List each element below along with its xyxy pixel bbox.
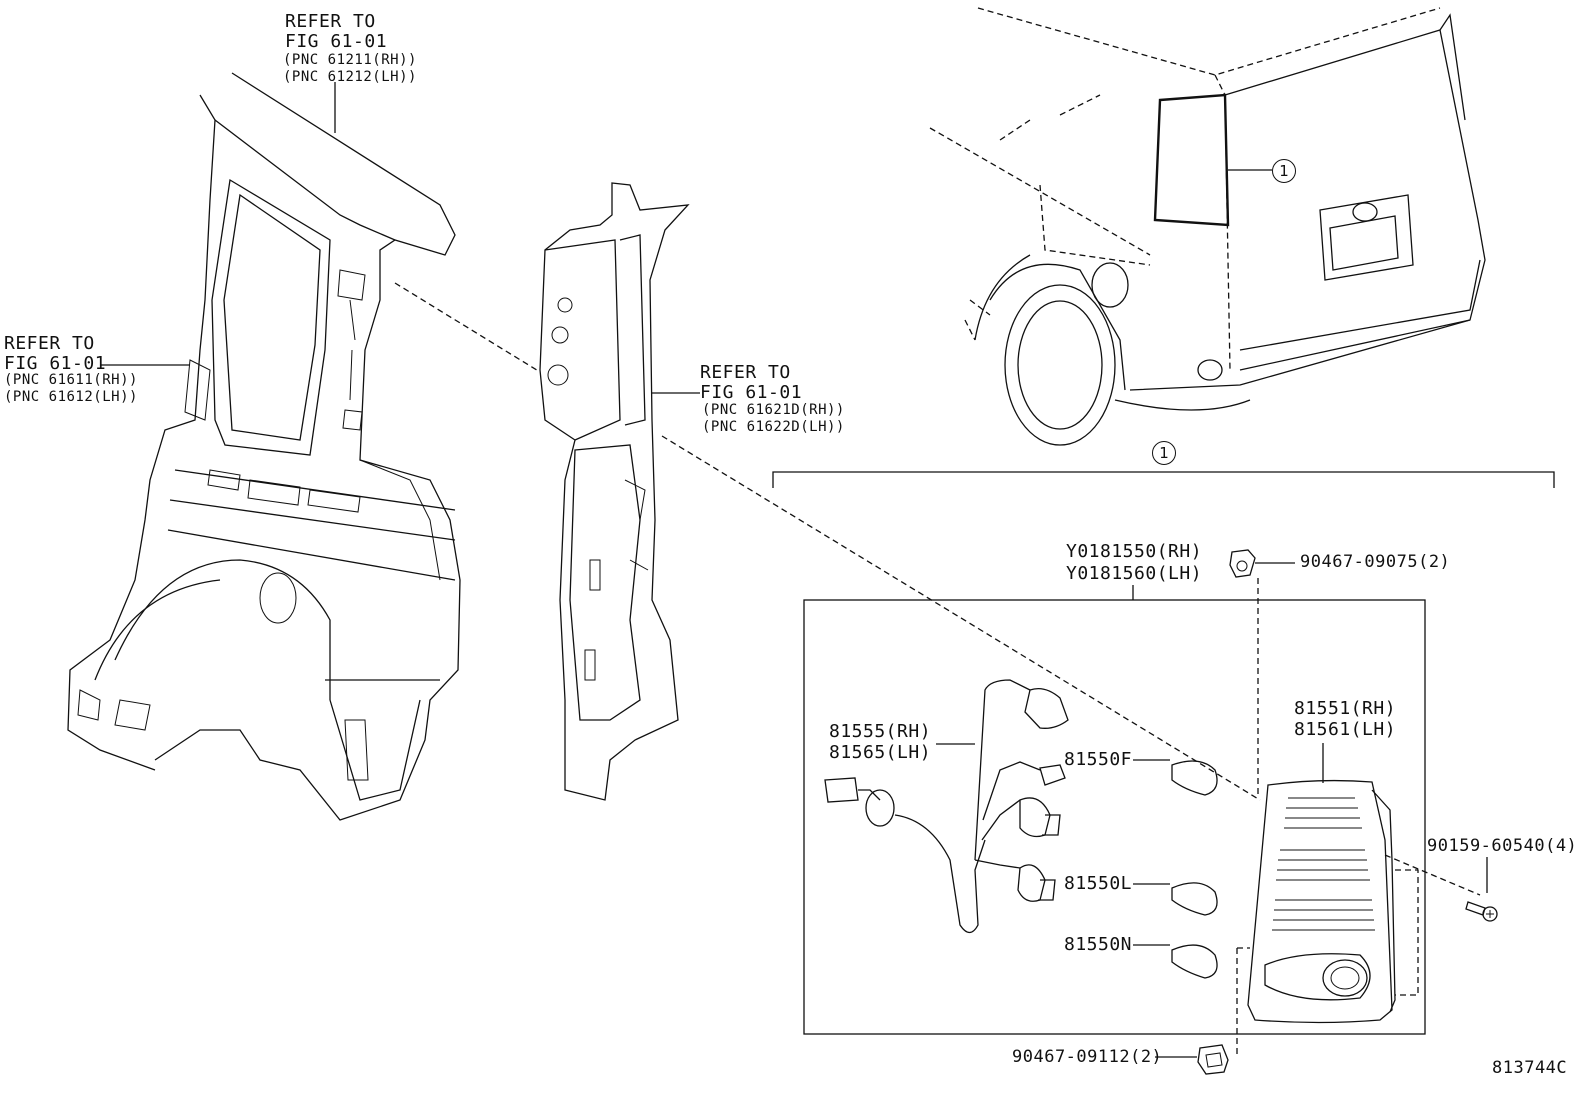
quarter-ref-pnc-lh: (PNC 61612(LH)) [4,389,138,405]
roof-ref-line2: FIG 61-01 [285,31,388,52]
roof-ref-pnc-lh: (PNC 61212(LH)) [283,69,417,85]
callout-marker-group: 1 [1152,441,1176,465]
part-clip-bottom: 90467-09112(2) [1012,1047,1163,1067]
assembly-box [803,599,1426,1035]
clip-top-shape [1229,549,1256,578]
bulb-shapes [1171,760,1218,979]
part-socket-rh: 81555(RH) [829,721,932,742]
pillar-illustration [539,182,690,801]
vehicle-rear-illustration [929,7,1486,446]
clip-bottom-shape [1197,1044,1229,1075]
quarter-panel-illustration [67,72,461,821]
quarter-ref-pnc-rh: (PNC 61611(RH)) [4,372,138,388]
part-clip-top: 90467-09075(2) [1300,552,1451,572]
part-bulb-l: 81550L [1064,873,1133,894]
pillar-ref-pnc-lh: (PNC 61622D(LH)) [702,419,845,435]
quarter-ref-line2: FIG 61-01 [4,353,107,374]
diagram-id: 813744C [1492,1058,1568,1078]
part-lens-lh: 81561(LH) [1294,719,1397,740]
part-socket-lh: 81565(LH) [829,742,932,763]
callout-marker-vehicle: 1 [1272,159,1296,183]
part-assembly-lh: Y0181560(LH) [1066,563,1203,584]
part-screw: 90159-60540(4) [1427,836,1578,856]
socket-wire-shape [824,679,1069,934]
pillar-ref-line1: REFER TO [700,362,791,383]
screw-shape [1465,901,1498,922]
part-lens-rh: 81551(RH) [1294,698,1397,719]
roof-ref-line1: REFER TO [285,11,376,32]
part-bulb-n: 81550N [1064,934,1133,955]
pillar-ref-line2: FIG 61-01 [700,382,803,403]
quarter-ref-line1: REFER TO [4,333,95,354]
roof-ref-pnc-rh: (PNC 61211(RH)) [283,52,417,68]
pillar-ref-pnc-rh: (PNC 61621D(RH)) [702,402,845,418]
part-bulb-f: 81550F [1064,749,1133,770]
tail-lamp-shape [1237,779,1419,1024]
leader-lines [100,82,1555,1058]
part-assembly-rh: Y0181550(RH) [1066,541,1203,562]
